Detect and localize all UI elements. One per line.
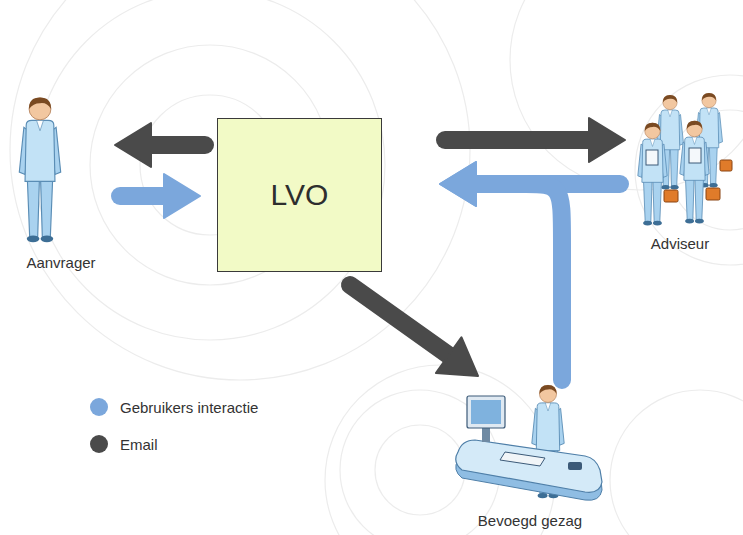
legend-entry: Email (90, 435, 158, 453)
arrow-head (436, 337, 478, 376)
arrow-head (115, 123, 151, 167)
arrow-shaft (149, 136, 205, 154)
person-figure (638, 123, 667, 226)
monitor-screen (471, 400, 501, 424)
arrow-head (440, 162, 476, 206)
ring (35, 0, 385, 340)
system-box: LVO (217, 118, 382, 272)
workstation-figure (456, 385, 602, 500)
arrow-head (164, 174, 200, 218)
briefcase (706, 188, 720, 200)
ring (375, 425, 465, 515)
flow-arrow (115, 123, 205, 167)
keyboard (500, 452, 545, 466)
arrow-head (589, 118, 625, 162)
legend-entry: Gebruikers interactie (90, 398, 258, 416)
actor-node: Aanvrager (5, 92, 117, 272)
person-figure (680, 121, 709, 224)
advisor-group-figure (638, 93, 732, 226)
legend-label: Email (120, 436, 158, 453)
arrow-shaft (474, 184, 562, 380)
desk-top (456, 440, 602, 492)
briefcase (720, 160, 732, 171)
arrow-shaft (120, 187, 166, 205)
node-label: LVO (271, 178, 329, 212)
monitor (467, 396, 505, 428)
node-label: Bevoegd gezag (478, 512, 582, 530)
node-label: Adviseur (651, 235, 709, 253)
person-figure (19, 97, 60, 242)
actor-node: Bevoegd gezag (450, 372, 610, 530)
ring (610, 390, 743, 535)
tablet (689, 148, 701, 163)
monitor-stand (482, 428, 490, 442)
tablet (646, 150, 658, 165)
phone (568, 462, 582, 470)
background-rings (10, 0, 743, 535)
legend-swatch (90, 398, 108, 416)
arrow-head (440, 162, 476, 206)
briefcase (664, 190, 678, 202)
flow-arrow (350, 285, 478, 376)
legend-label: Gebruikers interactie (120, 399, 258, 416)
node-label: Aanvrager (26, 254, 95, 272)
legend-swatch (90, 435, 108, 453)
flow-arrow (120, 174, 200, 218)
ring (635, 75, 743, 265)
flow-arrow (445, 118, 625, 162)
ring (10, 0, 470, 380)
arrow-shaft (350, 285, 450, 356)
arrow-shaft (445, 131, 591, 149)
actor-node: Adviseur (622, 92, 738, 253)
